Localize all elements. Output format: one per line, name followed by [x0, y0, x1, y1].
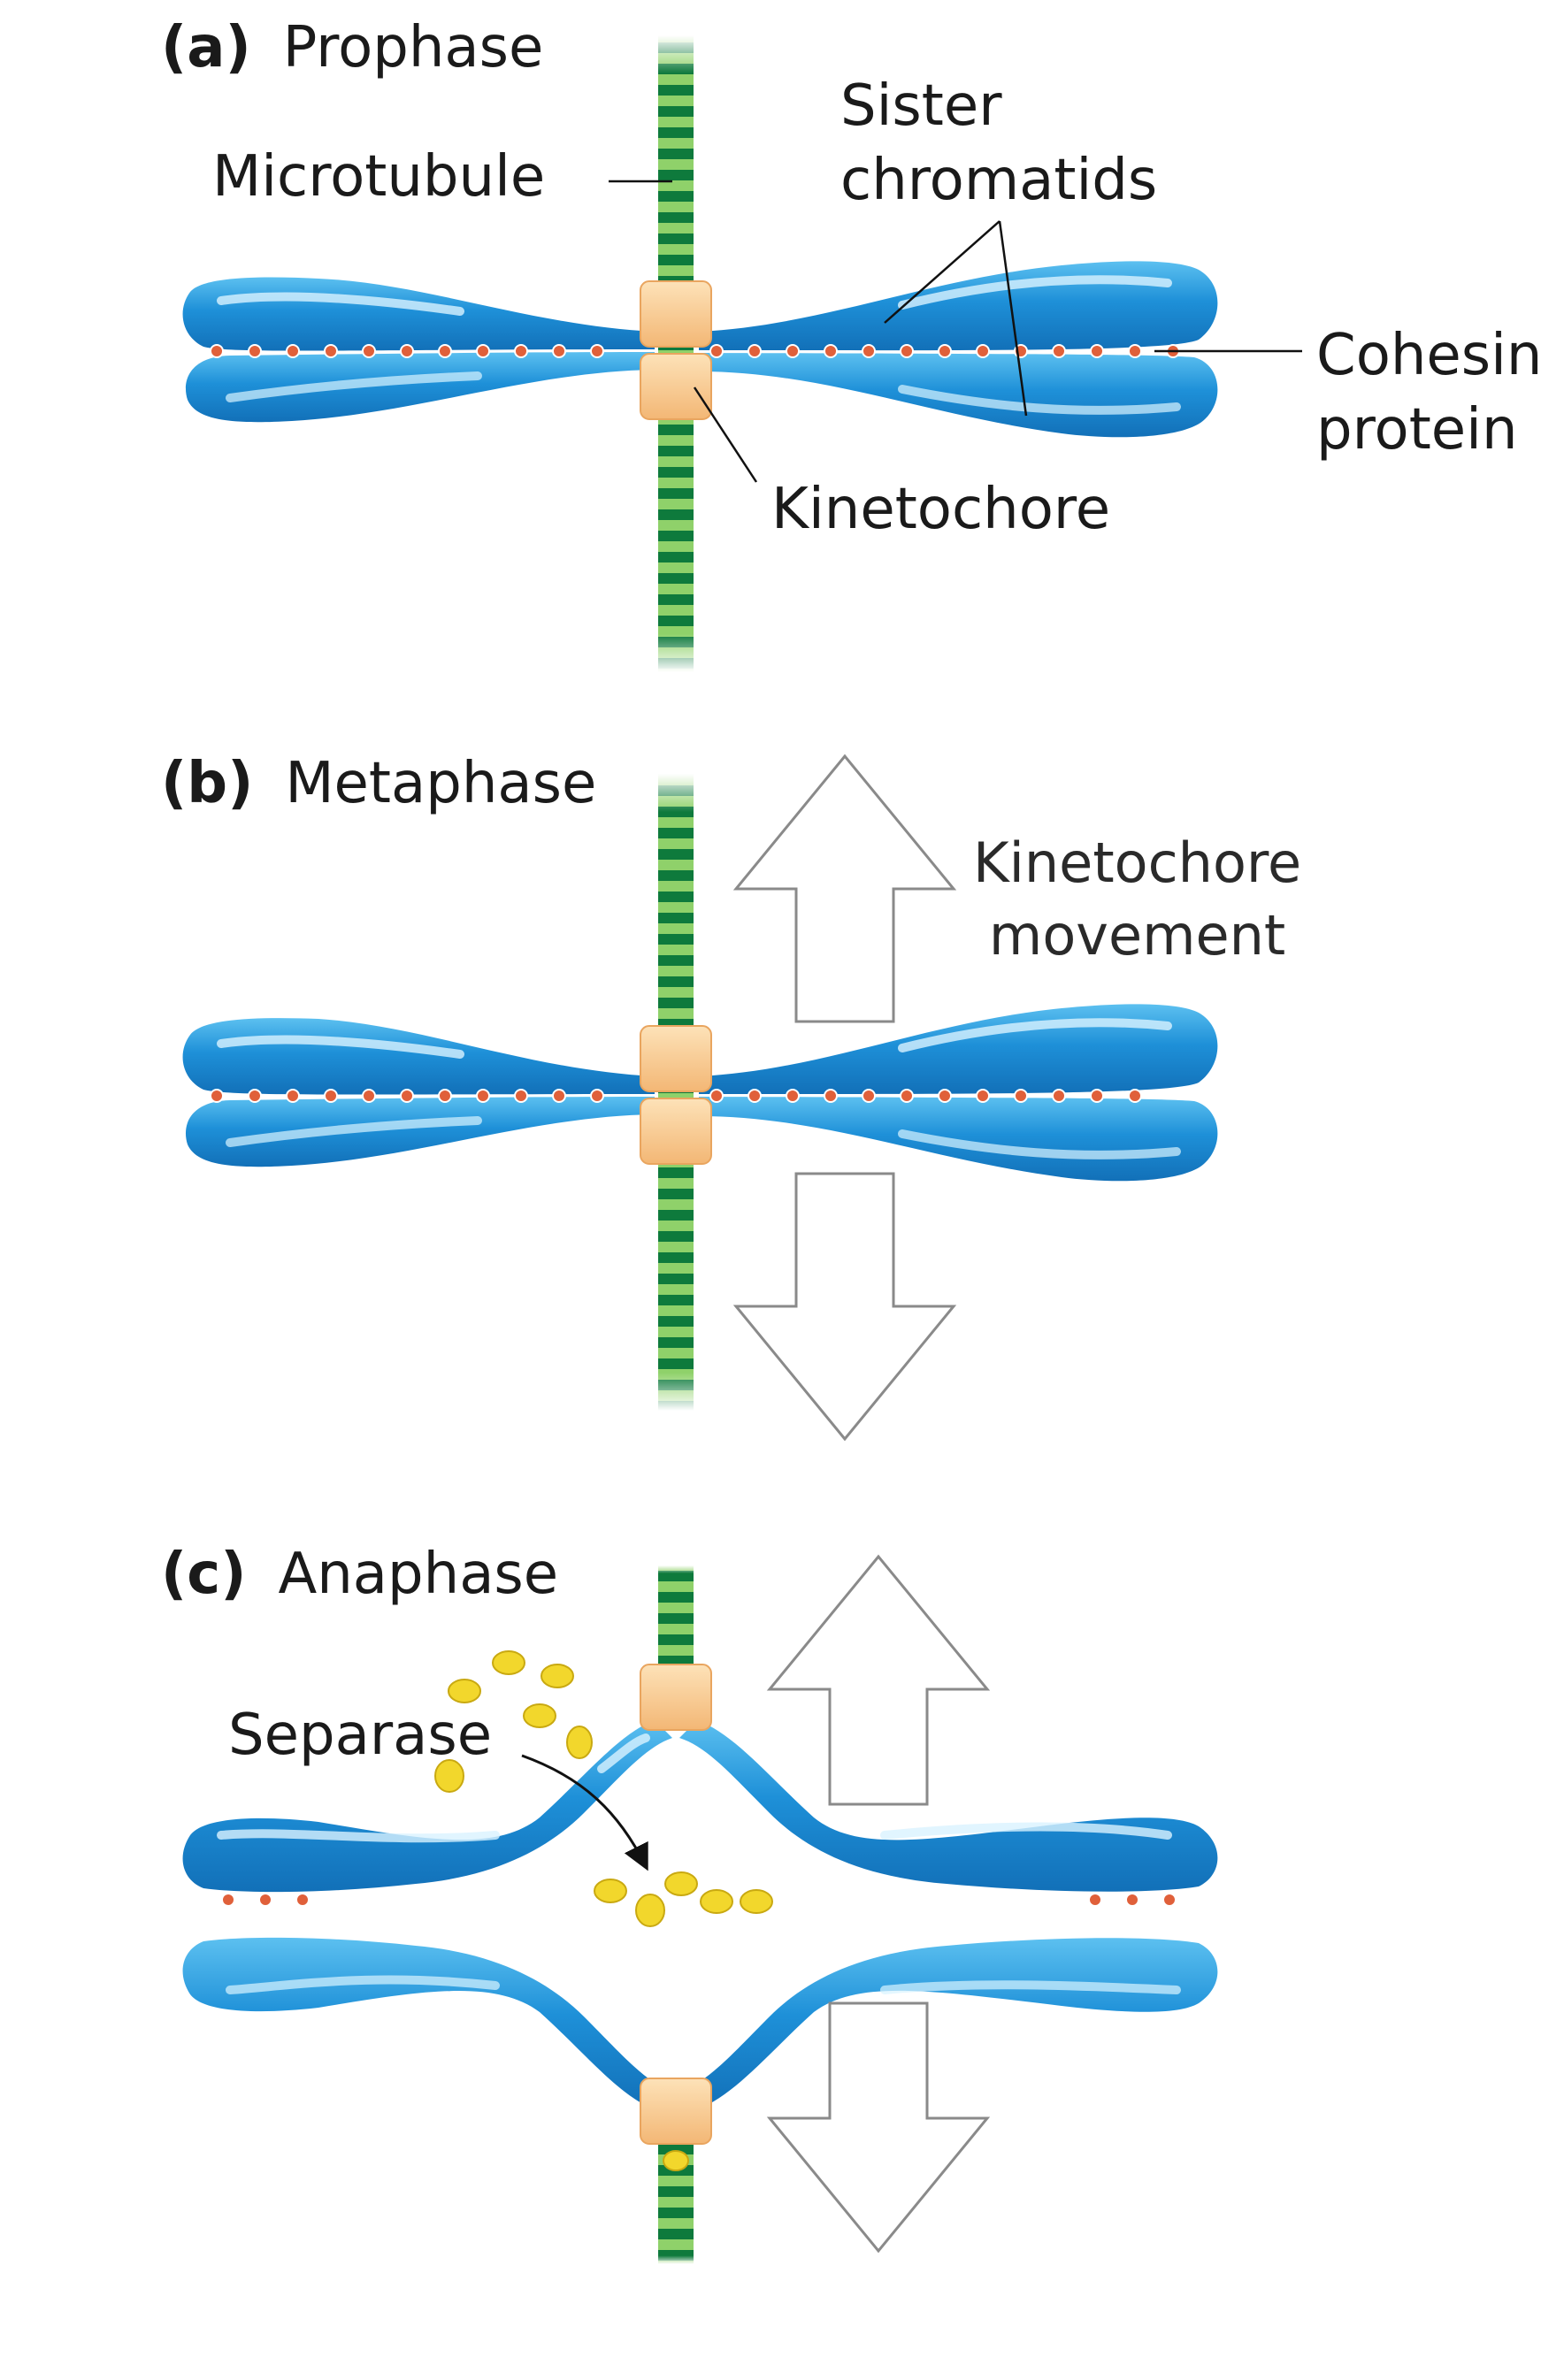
- panel-c-anaphase: [182, 1554, 1218, 2264]
- kinetochore-bottom-b: [640, 1098, 712, 1165]
- kinetochore-movement-line1: Kinetochore: [973, 830, 1302, 895]
- kinetochore-movement-label: Kinetochore movement: [973, 827, 1301, 972]
- movement-arrow-down-b: [732, 1172, 957, 1442]
- cohesin-dots-b: [210, 1089, 1142, 1103]
- chromatid-upper-right-c: [679, 1720, 1218, 1892]
- movement-arrow-down-c: [766, 2001, 991, 2254]
- kinetochore-top-a: [640, 280, 712, 348]
- panel-c-heading: (c)Anaphase: [161, 1546, 558, 1603]
- separase-arrow: [521, 1754, 648, 1871]
- movement-arrow-up-b: [732, 754, 957, 1023]
- panel-c-title: Anaphase: [278, 1542, 559, 1607]
- leader-kinetochore: [693, 386, 758, 483]
- cohesin-line1: Cohesin: [1316, 323, 1543, 388]
- movement-arrow-up-c: [766, 1554, 991, 1806]
- panel-a-tag: (a): [161, 15, 251, 80]
- kinetochore-bottom-c: [640, 2078, 712, 2145]
- cohesin-line2: protein: [1316, 397, 1518, 463]
- kinetochore-top-b: [640, 1025, 712, 1092]
- separase-particles: [434, 1650, 773, 2171]
- leader-sister-chromatids-2: [998, 220, 1028, 417]
- microtubule-label: Microtubule: [212, 144, 546, 210]
- panel-a-heading: (a)Prophase: [161, 19, 543, 76]
- chromatid-upper-left-c: [182, 1720, 672, 1893]
- cohesin-dots-a: [210, 344, 1180, 358]
- cohesin-dots-c: [221, 1893, 1177, 1907]
- chromatid-top-right-a: [699, 261, 1218, 351]
- kinetochore-label: Kinetochore: [771, 477, 1111, 542]
- chromatid-lower-left-c: [182, 1937, 672, 2109]
- cohesin-protein-label: Cohesin protein: [1316, 318, 1542, 468]
- sister-chromatids-line1: Sister: [840, 73, 1002, 139]
- chromatid-bottom-left-a: [185, 352, 655, 423]
- sister-chromatids-line2: chromatids: [840, 148, 1158, 214]
- sister-chromatids-label: Sister chromatids: [840, 69, 1157, 218]
- panel-b-title: Metaphase: [285, 751, 597, 816]
- kinetochore-bottom-a: [640, 353, 712, 420]
- separase-label: Separase: [228, 1703, 493, 1768]
- panel-a-prophase: [182, 35, 1302, 672]
- kinetochore-top-c: [640, 1664, 712, 1731]
- chromatid-top-left-a: [182, 277, 655, 351]
- leader-sister-chromatids-1: [884, 220, 1000, 324]
- panel-a-title: Prophase: [282, 15, 544, 80]
- chromatid-lower-right-c: [679, 1938, 1218, 2109]
- panel-c-tag: (c): [161, 1542, 247, 1607]
- panel-b-metaphase: [182, 754, 1218, 1442]
- panel-b-tag: (b): [161, 751, 254, 816]
- panel-b-heading: (b)Metaphase: [161, 755, 596, 812]
- kinetochore-movement-line2: movement: [988, 902, 1286, 968]
